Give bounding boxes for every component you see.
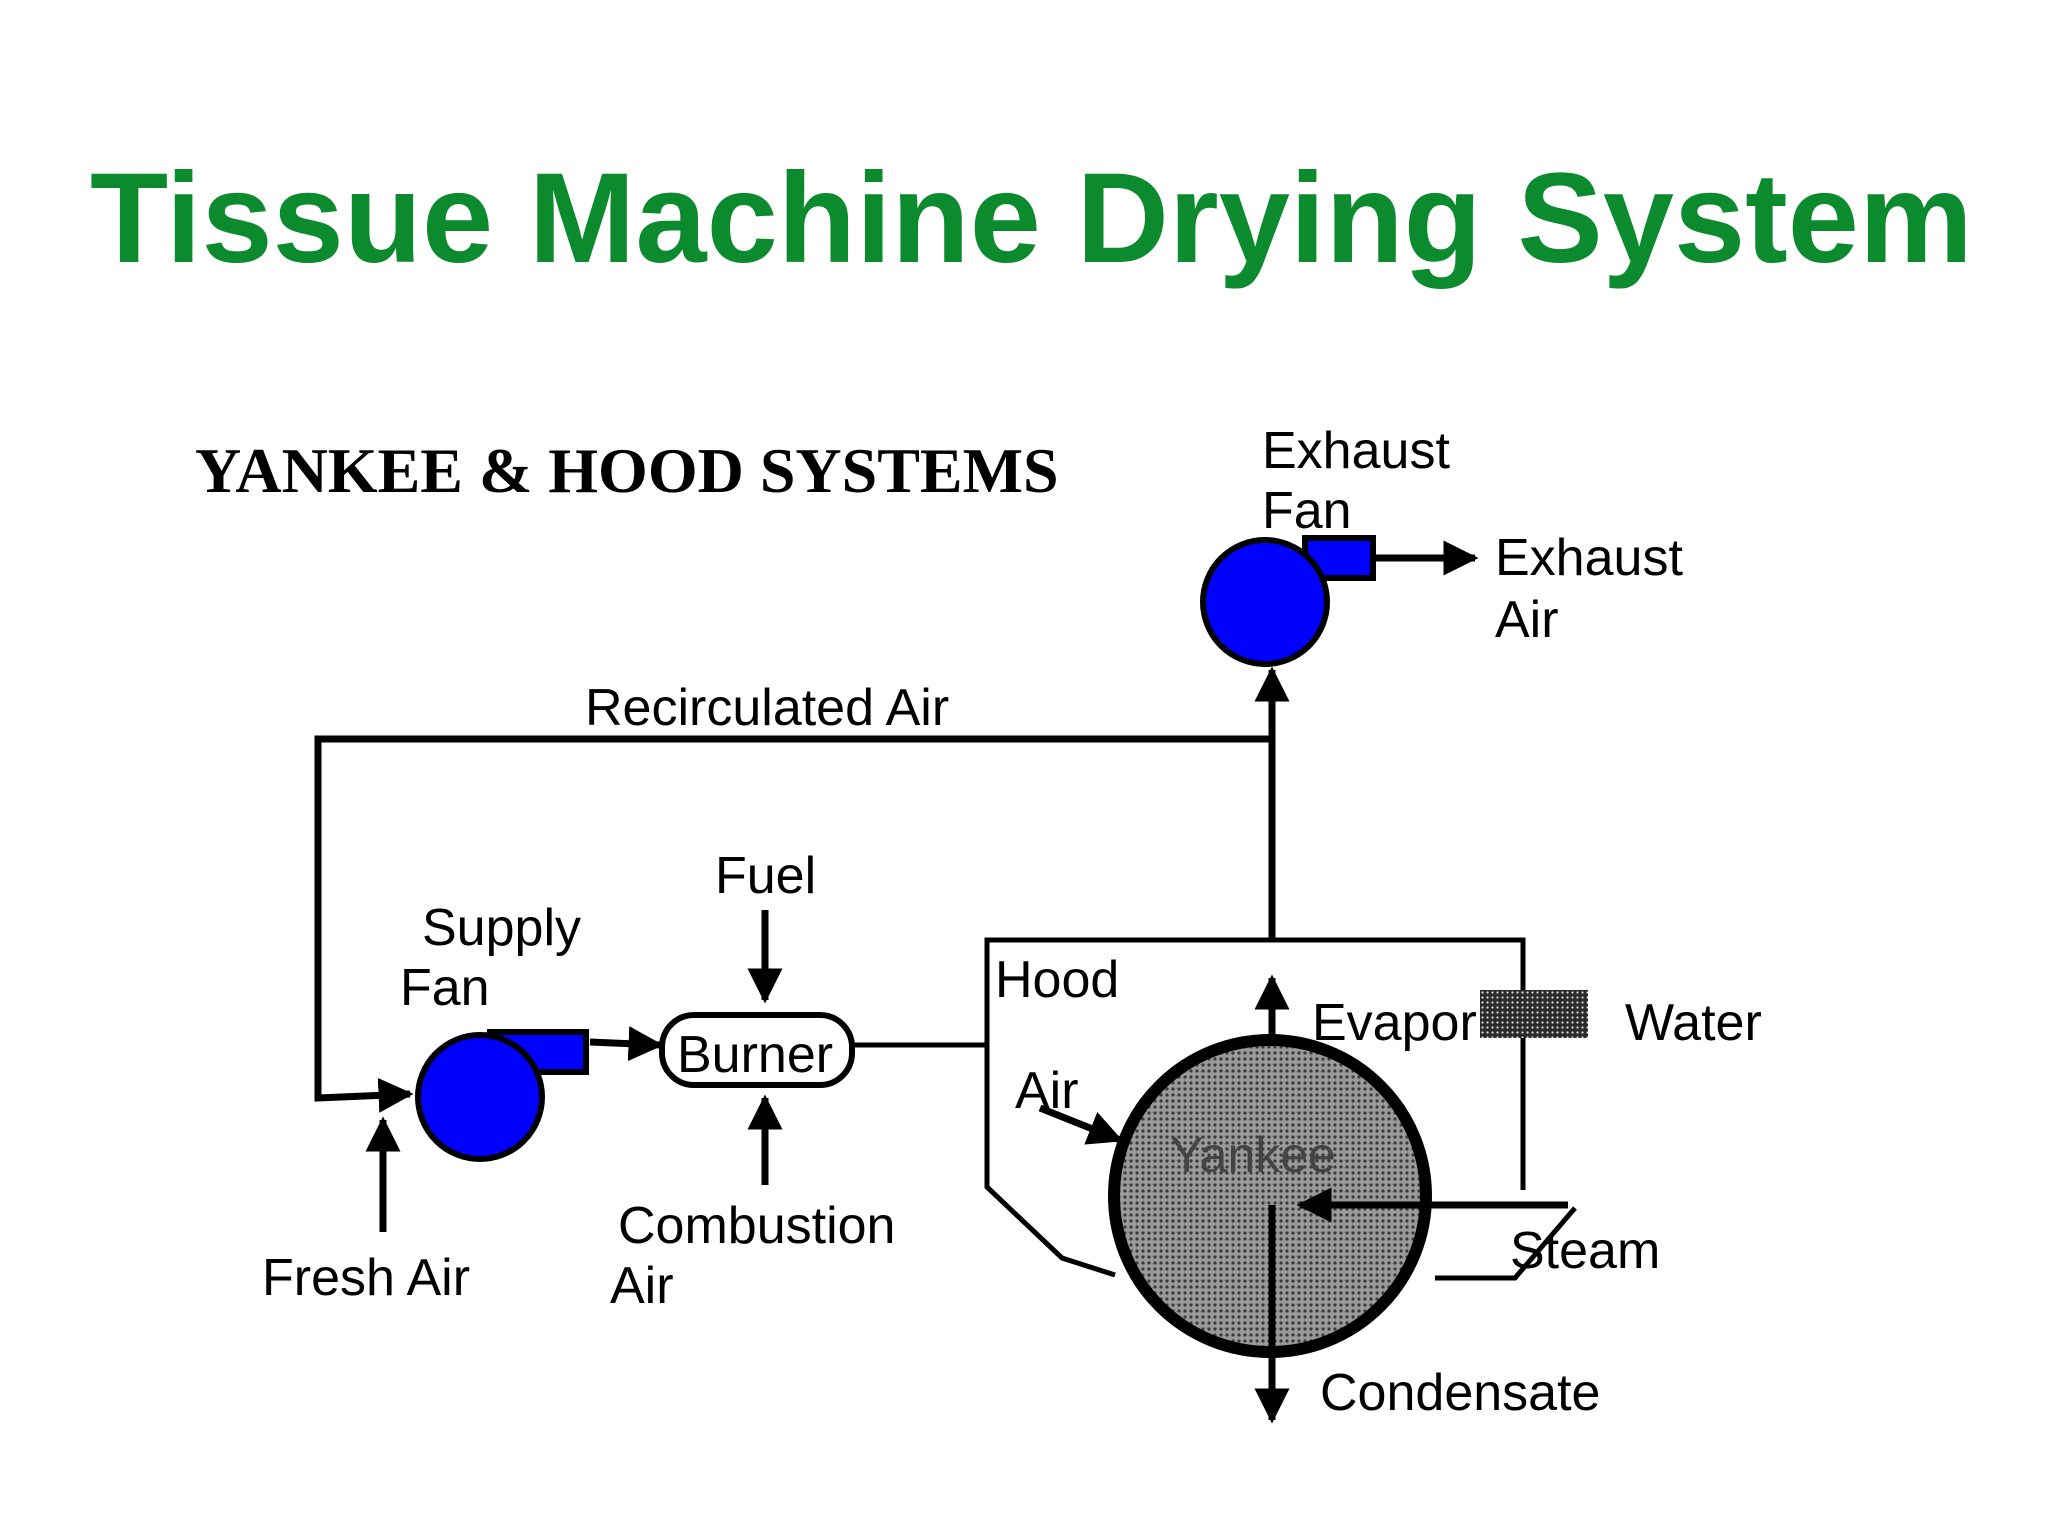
water-label: Water bbox=[1625, 994, 1762, 1052]
condensate-label: Condensate bbox=[1320, 1364, 1600, 1422]
exhaust-fan-icon bbox=[1200, 535, 1376, 667]
recirculated-air-label: Recirculated Air bbox=[585, 679, 949, 737]
combustion-air-label-line1: Combustion bbox=[618, 1197, 895, 1255]
supply-fan-icon bbox=[415, 1029, 589, 1162]
exhaust-fan-label-line2: Fan bbox=[1262, 482, 1352, 540]
supply-fan-label-line1: Supply bbox=[422, 899, 581, 957]
air-arrow bbox=[1038, 1104, 1124, 1145]
diagram-subtitle: YANKEE & HOOD SYSTEMS bbox=[195, 435, 1059, 506]
exhaust-air-label-line2: Air bbox=[1495, 591, 1559, 649]
hood-left-wall bbox=[984, 937, 1526, 1278]
fuel-label: Fuel bbox=[715, 847, 816, 905]
yankee-label: Yankee bbox=[1170, 1127, 1336, 1183]
page-title: Tissue Machine Drying System bbox=[90, 147, 1973, 290]
supply-to-burner-arrow bbox=[589, 1026, 664, 1062]
steam-label: Steam bbox=[1510, 1222, 1660, 1280]
evaporation-label: Evapor bbox=[1312, 994, 1477, 1052]
air-label: Air bbox=[1015, 1062, 1079, 1120]
recirculated-air-duct bbox=[314, 735, 1272, 1113]
hood-right-skirt bbox=[1435, 1206, 1577, 1281]
burner-box bbox=[659, 1012, 855, 1088]
hood-label: Hood bbox=[995, 951, 1119, 1009]
combustion-air-label-line2: Air bbox=[610, 1257, 674, 1315]
exhaust-air-label-line1: Exhaust bbox=[1495, 529, 1683, 587]
supply-fan-label-line2: Fan bbox=[400, 959, 490, 1017]
fresh-air-label: Fresh Air bbox=[262, 1249, 470, 1307]
burner-label: Burner bbox=[677, 1026, 833, 1084]
water-spray-icon bbox=[1480, 990, 1588, 1038]
exhaust-fan-label-line1: Exhaust bbox=[1262, 422, 1450, 480]
